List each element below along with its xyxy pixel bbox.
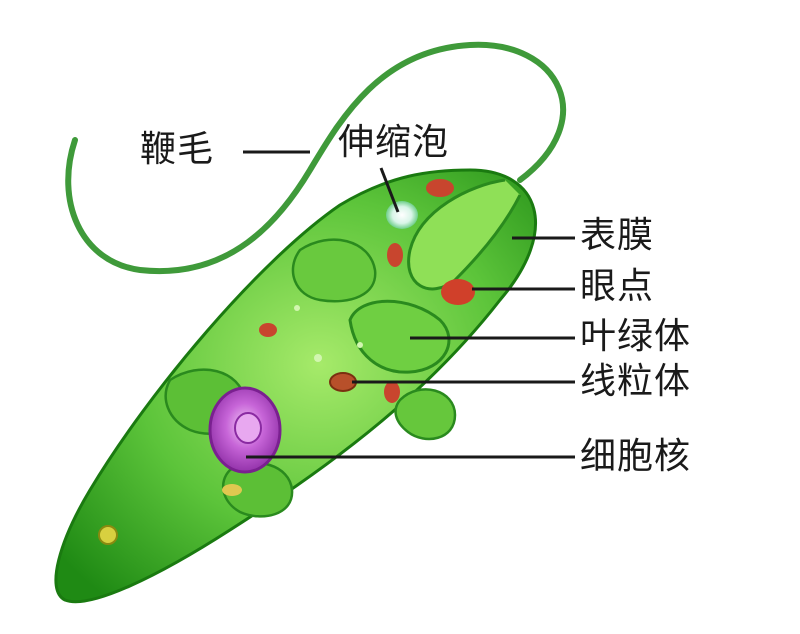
granule <box>259 323 277 337</box>
granule <box>384 381 400 403</box>
flagellum <box>65 41 566 275</box>
particle <box>294 305 300 311</box>
gullet <box>407 178 522 291</box>
granule <box>426 179 454 197</box>
chloroplast-shape <box>394 388 457 441</box>
granule <box>387 243 403 267</box>
chloroplast-shape <box>291 238 377 303</box>
particle <box>222 484 242 496</box>
label-nucleus: 细胞核 <box>580 436 692 477</box>
particle <box>314 354 322 362</box>
label-mitochondrion: 线粒体 <box>580 361 692 402</box>
label-eyespot: 眼点 <box>580 266 655 307</box>
particle <box>98 525 118 545</box>
label-contractile-vacuole: 伸缩泡 <box>338 122 450 163</box>
contractile-vacuole <box>386 201 418 229</box>
label-flagellum: 鞭毛 <box>140 129 215 170</box>
leader-line-contractile-vacuole <box>379 167 400 213</box>
particle <box>357 342 363 348</box>
chloroplast-shape <box>348 299 451 374</box>
label-pellicle: 表膜 <box>580 215 655 256</box>
eyespot <box>441 279 475 305</box>
nucleolus <box>234 412 262 444</box>
label-chloroplast: 叶绿体 <box>580 316 692 357</box>
